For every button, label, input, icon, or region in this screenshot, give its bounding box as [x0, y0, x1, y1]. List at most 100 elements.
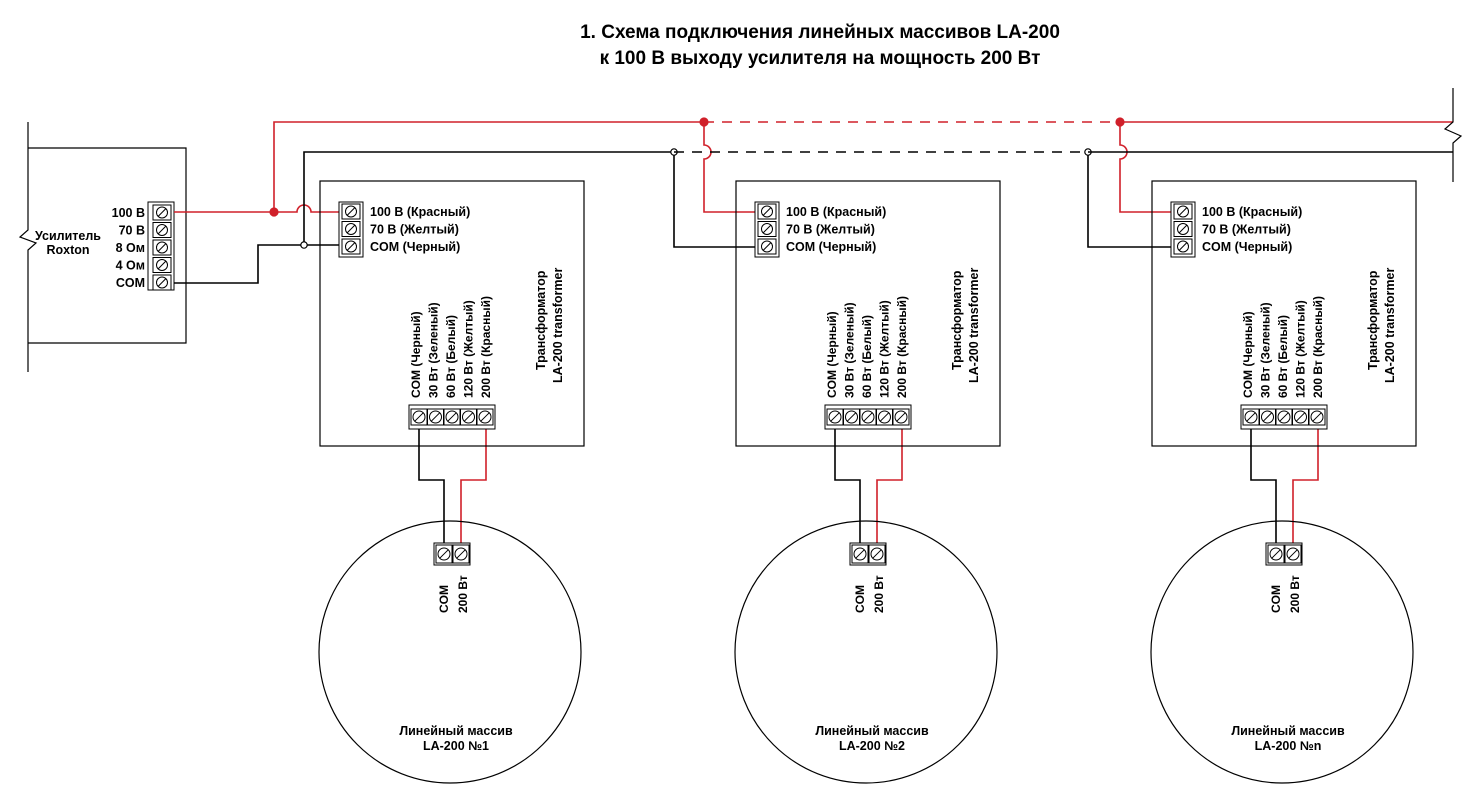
transformer-title-line2: LA-200 transformer — [967, 268, 981, 383]
transformer-output-terminal-1 — [427, 408, 444, 426]
wires — [174, 88, 1463, 545]
line-array-terminal-label: 200 Вт — [872, 575, 886, 613]
transformer-output-terminals — [408, 404, 496, 430]
transformer-output-label: 60 Вт (Белый) — [860, 315, 874, 398]
hot-wire — [460, 429, 487, 545]
amplifier-label-line1: Усилитель — [35, 229, 101, 243]
amplifier-terminal-3 — [152, 257, 172, 273]
line-array-terminals — [849, 542, 887, 566]
line-array-terminals — [1265, 542, 1303, 566]
transformer-input-terminal-2 — [757, 238, 777, 255]
transformer-output-label: 30 Вт (Зеленый) — [427, 302, 441, 398]
transformer-input-terminal-0 — [757, 203, 777, 220]
transformer-output-label: 200 Вт (Красный) — [1311, 296, 1325, 398]
line-array-circle — [1150, 520, 1414, 784]
transformer-output-terminal-4 — [476, 408, 494, 426]
transformer-input-terminal-1 — [757, 221, 777, 237]
hot-wire — [1292, 429, 1319, 545]
transformer-box — [319, 180, 585, 447]
amplifier-break-left — [18, 122, 38, 372]
transformer-box — [735, 180, 1001, 447]
transformer-input-terminals: 100 В (Красный)70 В (Желтый)COM (Черный) — [754, 201, 886, 258]
line-array-terminal-label: 200 Вт — [1288, 575, 1302, 613]
amplifier-terminal-1 — [152, 222, 172, 238]
unit-2: 100 В (Красный)70 В (Желтый)COM (Черный)… — [734, 180, 1001, 784]
line-array-circle — [734, 520, 998, 784]
transformer-input-label: COM (Черный) — [786, 240, 876, 254]
line-array-terminal-com — [1267, 544, 1285, 564]
line-array-terminals — [433, 542, 471, 566]
unit-1: 100 В (Красный)70 В (Желтый)COM (Черный)… — [318, 180, 585, 784]
transformer-output-terminal-4 — [1308, 408, 1326, 426]
transformer-output-label: 60 Вт (Белый) — [444, 315, 458, 398]
transformer-input-label: 100 В (Красный) — [1202, 205, 1302, 219]
transformer-output-label: 120 Вт (Желтый) — [462, 300, 476, 398]
line-array-label-line2: LA-200 №n — [1255, 739, 1322, 753]
transformer-output-terminal-4 — [892, 408, 910, 426]
transformer-input-terminal-0 — [341, 203, 361, 220]
com-wire — [418, 429, 445, 545]
transformer1-hot-in — [274, 204, 342, 213]
line-array-label-line2: LA-200 №2 — [839, 739, 905, 753]
transformer-output-terminal-2 — [1275, 408, 1293, 426]
transformer-output-terminals — [1240, 404, 1328, 430]
transformer-box — [1151, 180, 1417, 447]
amplifier-terminal-label: 100 В — [112, 206, 145, 220]
junction-dot — [300, 241, 308, 249]
transformer-output-label: COM (Черный) — [825, 311, 839, 398]
transformer-input-label: 70 В (Желтый) — [1202, 223, 1291, 237]
transformer-input-label: 100 В (Красный) — [370, 205, 470, 219]
com-wire — [834, 429, 861, 545]
transformer-input-label: COM (Черный) — [1202, 240, 1292, 254]
trunk-hot-1 — [273, 121, 704, 212]
units: 100 В (Красный) 70 В (Желтый) COM (Черный)… — [318, 180, 1417, 784]
amplifier-terminal-label: 4 Ом — [116, 259, 145, 273]
trunk-break-right — [1443, 88, 1463, 182]
transformer-output-label: 120 Вт (Желтый) — [878, 300, 892, 398]
amplifier-box — [28, 147, 187, 344]
line-array-circle — [318, 520, 582, 784]
line-array-terminal-label: COM — [437, 585, 451, 613]
transformer-title-line1: Трансформатор — [950, 270, 964, 370]
transformer-output-terminal-0 — [1242, 408, 1260, 426]
transformer-output-terminal-0 — [826, 408, 844, 426]
transformer-title-line2: LA-200 transformer — [551, 268, 565, 383]
unit-3: 100 В (Красный) 70 В (Желтый) COM (Черный)… — [1150, 180, 1417, 784]
transformer-output-label: 30 Вт (Зеленый) — [843, 302, 857, 398]
transformer-input-terminal-1 — [1173, 221, 1193, 237]
diagram-title-line1: 1. Схема подключения линейных массивов L… — [580, 22, 1060, 43]
line-array-terminal-200 — [868, 544, 886, 564]
transformer-output-label: 60 Вт (Белый) — [1276, 315, 1290, 398]
transformer-output-terminal-1 — [843, 408, 860, 426]
transformer2-com-in — [673, 152, 758, 248]
line-array-terminal-label: COM — [853, 585, 867, 613]
transformer-output-terminals — [824, 404, 912, 430]
transformer-output-terminal-3 — [876, 408, 893, 426]
line-array-terminal-com — [435, 544, 453, 564]
transformer-output-terminal-2 — [443, 408, 461, 426]
amplifier-terminal-label: 70 В — [119, 224, 145, 238]
transformer-input-label: 100 В (Красный) — [786, 205, 886, 219]
trunk-com-amp — [174, 244, 304, 284]
transformer-title-line2: LA-200 transformer — [1383, 268, 1397, 383]
transformer3-hot-in — [1119, 122, 1174, 213]
com-wire — [1250, 429, 1277, 545]
transformer-output-label: 30 Вт (Зеленый) — [1259, 302, 1273, 398]
transformer-title-line1: Трансформатор — [534, 270, 548, 370]
amplifier-terminal-4 — [152, 274, 172, 291]
diagram-title-line2: к 100 В выходу усилителя на мощность 200… — [600, 48, 1041, 69]
transformer-input-terminal-1 — [341, 221, 361, 237]
line-array-terminal-200 — [452, 544, 470, 564]
line-array-terminal-com — [851, 544, 869, 564]
line-array-label-line1: Линейный массив — [1231, 724, 1345, 738]
line-array-label-line2: LA-200 №1 — [423, 739, 489, 753]
transformer-input-label: 70 В (Желтый) — [370, 223, 459, 237]
line-array-label-line1: Линейный массив — [815, 724, 929, 738]
transformer-output-label: 200 Вт (Красный) — [479, 296, 493, 398]
amplifier-terminal-2 — [152, 239, 172, 256]
transformer-input-terminals: 100 В (Красный) 70 В (Желтый) COM (Черный) — [1170, 201, 1302, 258]
amplifier-terminal-label: 8 Ом — [116, 241, 145, 255]
